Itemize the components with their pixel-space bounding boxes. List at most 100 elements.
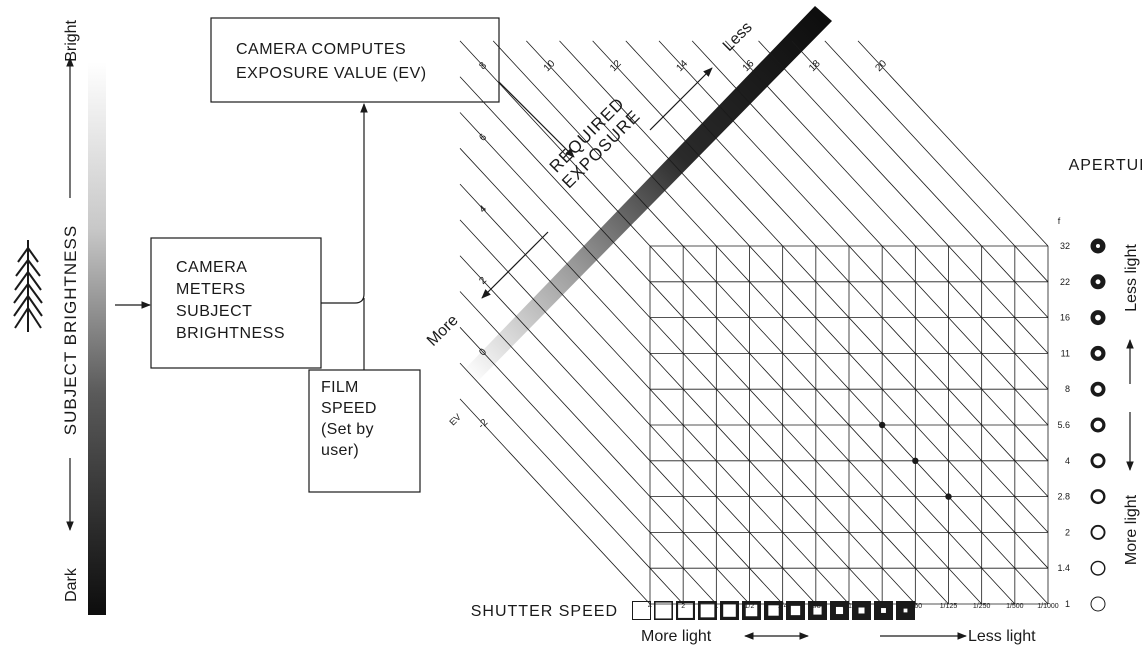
shutter-square-icon	[719, 600, 739, 620]
example-point	[878, 421, 886, 429]
shutter-value-label: 1/500	[1006, 603, 1024, 610]
ev-diagonal-line	[526, 40, 1049, 605]
film-line-2: SPEED	[321, 400, 377, 417]
aperture-ring-icon	[1090, 453, 1106, 469]
ev-diagonal-line	[592, 40, 1049, 533]
shutter-square-icon	[785, 600, 805, 620]
brightness-gradient-bar	[88, 62, 106, 615]
ev-diagonal-line	[459, 362, 684, 605]
ev-diagonal-line	[459, 40, 982, 605]
aperture-rings	[1090, 238, 1106, 612]
less-exposure-label: Less	[720, 19, 756, 55]
ev-diagonal-line	[725, 40, 1049, 390]
shutter-square-icon	[632, 601, 651, 620]
less-exposure-arrow	[649, 67, 713, 131]
more-exposure-label: More	[424, 312, 462, 350]
shutter-square-icon	[895, 600, 915, 620]
ev-diagonal-line	[625, 40, 1049, 497]
meter-line-3: SUBJECT	[176, 303, 252, 320]
shutter-square-icon	[764, 601, 784, 621]
aperture-more-light-label: More light	[1123, 494, 1140, 565]
ev-diagonal-line	[658, 40, 1049, 462]
ev-diagonal-line	[559, 40, 1049, 569]
shutter-square-icon	[742, 601, 761, 620]
shutter-square-icon	[874, 601, 894, 621]
aperture-less-light-label: Less light	[1123, 244, 1140, 312]
aperture-ring-icon	[1090, 345, 1106, 361]
required-exposure-gradient-band	[462, 6, 832, 383]
ev-diagonal-line	[758, 40, 1049, 354]
shutter-value-label: 2	[681, 603, 685, 610]
aperture-ring-icon	[1090, 417, 1106, 433]
ev-diagonals	[459, 40, 1049, 605]
ev-diagonal-line	[459, 112, 916, 605]
camera-meters-box	[150, 237, 322, 369]
aperture-ring-icon	[1090, 524, 1106, 540]
camera-meters-text: CAMERA METERS SUBJECT BRIGHTNESS	[176, 259, 285, 342]
aperture-ring-icon	[1090, 560, 1106, 576]
ev-diagonal-line	[459, 255, 783, 605]
aperture-value-label: 2.8	[1057, 492, 1070, 502]
aperture-ring-icon	[1090, 489, 1106, 505]
shutter-value-label: 1/250	[973, 603, 991, 610]
shutter-less-light-label: Less light	[968, 628, 1036, 645]
ev-diagonal-line	[459, 148, 883, 605]
shutter-value-label: 1/8	[811, 603, 821, 610]
meter-line-4: BRIGHTNESS	[176, 325, 285, 342]
shutter-speed-title: SHUTTER SPEED	[471, 603, 618, 620]
aperture-title: APERTURE	[1069, 157, 1142, 174]
aperture-value-label: 4	[1065, 456, 1070, 466]
f-label: f	[1058, 216, 1061, 226]
shutter-square-icon	[852, 601, 871, 620]
example-exposure-points	[878, 421, 952, 500]
ev-diagonal-line	[857, 40, 1049, 247]
aperture-value-label: 2	[1065, 527, 1070, 537]
shutter-square-icon	[654, 601, 674, 621]
subject-brightness-label: SUBJECT BRIGHTNESS	[61, 225, 80, 435]
shutter-square-icon	[675, 600, 695, 620]
compute-to-exposure-arrow	[498, 81, 575, 158]
example-point	[945, 493, 952, 500]
ev-diagonal-line	[824, 40, 1049, 283]
aperture-ring-icon	[1090, 274, 1106, 290]
ev-diagonal-line	[459, 327, 717, 605]
more-exposure-arrow	[481, 231, 549, 299]
aperture-value-label: 16	[1060, 313, 1070, 323]
shutter-squares	[632, 600, 915, 621]
film-line-4: user)	[321, 442, 359, 459]
ev-prefix-label: EV	[447, 412, 463, 428]
ev-diagonal-line	[459, 398, 651, 605]
aperture-ring-icon	[1090, 238, 1106, 254]
shutter-value-label: 1/2	[745, 603, 755, 610]
film-speed-box	[308, 369, 421, 493]
aperture-value-label: 11	[1061, 348, 1070, 358]
ev-diagonal-line	[691, 40, 1049, 426]
bright-label: Bright	[63, 19, 80, 61]
aperture-ring-icon	[1090, 381, 1106, 397]
aperture-value-label: 1.4	[1057, 563, 1070, 573]
shutter-square-icon	[698, 601, 718, 621]
shutter-value-label: 1/1000	[1037, 603, 1059, 610]
shutter-square-icon	[829, 600, 849, 620]
meter-line-1: CAMERA	[176, 259, 247, 276]
ev-diagonal-line	[459, 219, 817, 605]
meter-line-2: METERS	[176, 281, 246, 298]
tree-icon	[13, 240, 43, 332]
aperture-ring-icon	[1090, 310, 1106, 326]
ev-diagonal-line	[459, 291, 750, 605]
shutter-value-label: 1/60	[909, 603, 923, 610]
aperture-ring-icon	[1090, 596, 1106, 612]
aperture-value-label: 1	[1065, 599, 1070, 609]
example-point	[912, 457, 919, 464]
shutter-value-label: 1/15	[842, 603, 856, 610]
dark-label: Dark	[63, 567, 80, 602]
meter-to-compute-arrow	[321, 103, 368, 304]
shutter-more-light-label: More light	[641, 628, 712, 645]
ev-diagonal-line	[791, 40, 1049, 318]
aperture-value-label: 22	[1060, 277, 1070, 287]
ev-diagonal-line	[459, 183, 850, 605]
film-line-3: (Set by	[321, 421, 374, 438]
compute-line-1: CAMERA COMPUTES	[236, 41, 406, 58]
